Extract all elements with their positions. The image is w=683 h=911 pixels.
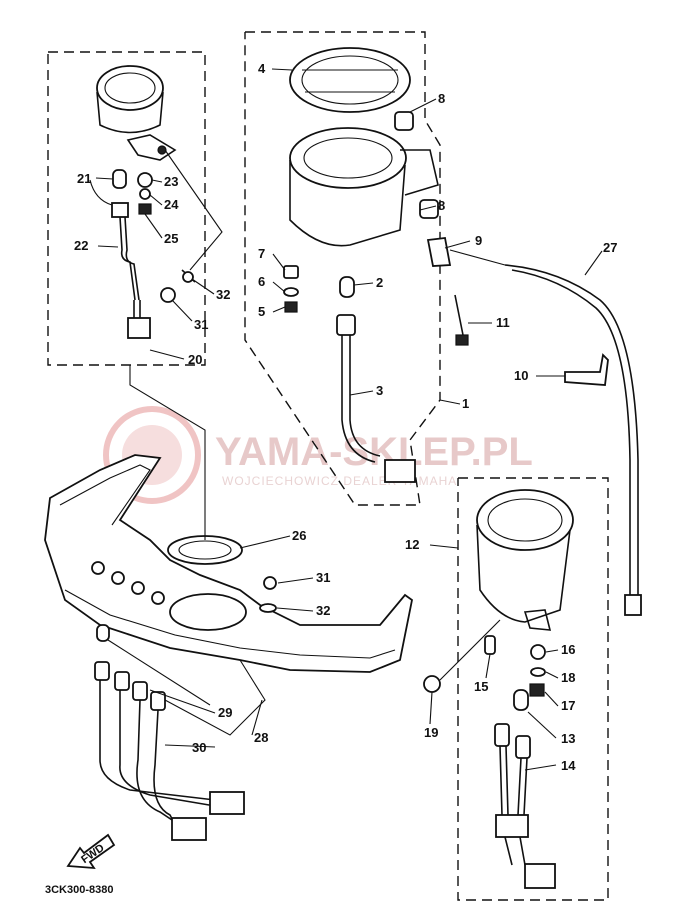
callout-27: 27 xyxy=(603,240,617,255)
connector-14 xyxy=(524,863,556,889)
callout-8-lower: 8 xyxy=(438,198,445,213)
callout-11: 11 xyxy=(496,315,510,330)
indicator-harness-30 xyxy=(94,624,266,841)
forward-arrow-icon: FWD xyxy=(66,833,116,870)
callout-18: 18 xyxy=(561,670,575,685)
callout-32-upper: 32 xyxy=(216,287,230,302)
callout-24: 24 xyxy=(164,197,179,212)
callout-labels: 4 8 8 9 7 6 5 2 3 1 11 10 27 12 21 23 24… xyxy=(74,61,617,773)
callout-22: 22 xyxy=(74,238,88,253)
right-gauge-assembly-group xyxy=(423,477,609,901)
washer-32-lower xyxy=(259,603,277,613)
callout-14: 14 xyxy=(561,758,576,773)
spacer-15 xyxy=(484,635,496,655)
washer-18 xyxy=(530,667,546,677)
speedometer-assembly-group xyxy=(244,31,642,616)
callout-21: 21 xyxy=(77,171,91,186)
knob-8-lower xyxy=(419,199,439,219)
knob-8-top xyxy=(394,111,414,131)
tachometer-assembly-group xyxy=(47,51,223,366)
harness-sleeve-14 xyxy=(495,814,529,838)
callout-12: 12 xyxy=(405,537,419,552)
callout-7: 7 xyxy=(258,246,265,261)
screw-11 xyxy=(455,334,469,346)
watermark: YAMA-SKLEP.PL WOJCIECHOWICZ DEALER YAMAH… xyxy=(103,406,533,504)
callout-32-lower: 32 xyxy=(316,603,330,618)
screw-19 xyxy=(423,675,441,693)
connector-3 xyxy=(384,459,416,483)
connector-22 xyxy=(127,317,151,339)
socket-14a xyxy=(494,723,510,747)
callout-31-upper: 31 xyxy=(194,317,208,332)
callout-15: 15 xyxy=(474,679,488,694)
right-gauge-12 xyxy=(476,489,574,551)
socket-30b xyxy=(114,671,130,691)
callout-9: 9 xyxy=(475,233,482,248)
grommet-23 xyxy=(137,172,153,188)
callout-17: 17 xyxy=(561,698,575,713)
indicator-hole-2 xyxy=(111,571,125,585)
bulb-21 xyxy=(112,169,127,189)
callout-6: 6 xyxy=(258,274,265,289)
socket-30c xyxy=(132,681,148,701)
nut-25 xyxy=(138,203,152,215)
bulb-29 xyxy=(96,624,110,642)
indicator-hole-3 xyxy=(131,581,145,595)
callout-23: 23 xyxy=(164,174,178,189)
callout-8-top: 8 xyxy=(438,91,445,106)
indicator-hole-1 xyxy=(91,561,105,575)
diagram-code: 3CK300-8380 xyxy=(45,884,114,896)
socket-22 xyxy=(111,202,129,218)
gauge-mount-hole xyxy=(169,593,247,631)
callout-3: 3 xyxy=(376,383,383,398)
callout-31-lower: 31 xyxy=(316,570,330,585)
callout-19: 19 xyxy=(424,725,438,740)
nut-17 xyxy=(529,683,545,697)
cable-end-27 xyxy=(624,594,642,616)
bezel-ring-4 xyxy=(289,47,411,113)
callout-20: 20 xyxy=(188,352,202,367)
cable-grommet-9 xyxy=(426,237,452,267)
socket-14b xyxy=(515,735,531,759)
connector-30a xyxy=(209,791,245,815)
socket-3 xyxy=(336,314,356,336)
callout-29: 29 xyxy=(218,705,232,720)
washer-24 xyxy=(139,188,151,200)
callout-25: 25 xyxy=(164,231,178,246)
socket-30a xyxy=(94,661,110,681)
callout-13: 13 xyxy=(561,731,575,746)
bulb-2 xyxy=(339,276,355,298)
nut-5 xyxy=(284,301,298,313)
indicator-hole-4 xyxy=(151,591,165,605)
screw-31-lower xyxy=(263,576,277,590)
callout-16: 16 xyxy=(561,642,575,657)
leader-lines xyxy=(95,68,603,771)
washer-6 xyxy=(283,287,299,297)
screw-31-upper xyxy=(160,287,176,303)
grommet-7 xyxy=(283,265,299,279)
callout-4: 4 xyxy=(258,61,266,76)
watermark-brand: YAMA-SKLEP.PL xyxy=(215,430,533,474)
callout-1: 1 xyxy=(462,396,469,411)
callout-2: 2 xyxy=(376,275,383,290)
bulb-13 xyxy=(513,689,529,711)
callout-26: 26 xyxy=(292,528,306,543)
callout-30: 30 xyxy=(192,740,206,755)
grommet-16 xyxy=(530,644,546,660)
meter-bracket-28 xyxy=(44,365,413,673)
bracket-10 xyxy=(564,353,609,386)
connector-30b xyxy=(171,817,207,841)
washer-32-upper xyxy=(182,271,194,283)
callout-5: 5 xyxy=(258,304,265,319)
speedometer-gauge xyxy=(289,127,407,189)
callout-10: 10 xyxy=(514,368,528,383)
callout-28: 28 xyxy=(254,730,268,745)
